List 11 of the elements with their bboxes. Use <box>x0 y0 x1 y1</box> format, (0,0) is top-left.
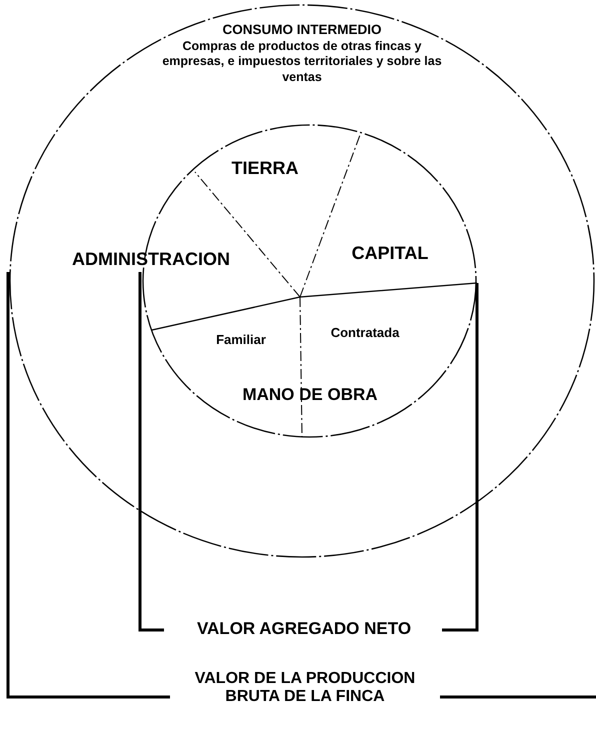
sector-label: Contratada <box>330 326 400 341</box>
sector-label: ADMINISTRACION <box>71 249 231 270</box>
sector-label: Familiar <box>215 333 267 348</box>
sector-label: MANO DE OBRA <box>241 385 379 405</box>
heading: CONSUMO INTERMEDIO <box>221 22 382 38</box>
bracket-label: VALOR DE LA PRODUCCION BRUTA DE LA FINCA <box>194 670 416 707</box>
sector-label: TIERRA <box>230 158 300 179</box>
description: Compras de productos de otras fincas y empresas, e impuestos territoriales y sobre las ventas <box>161 39 443 85</box>
outer-circle <box>10 5 594 557</box>
bracket-label: VALOR AGREGADO NETO <box>196 619 412 639</box>
sector-label: CAPITAL <box>350 243 430 264</box>
